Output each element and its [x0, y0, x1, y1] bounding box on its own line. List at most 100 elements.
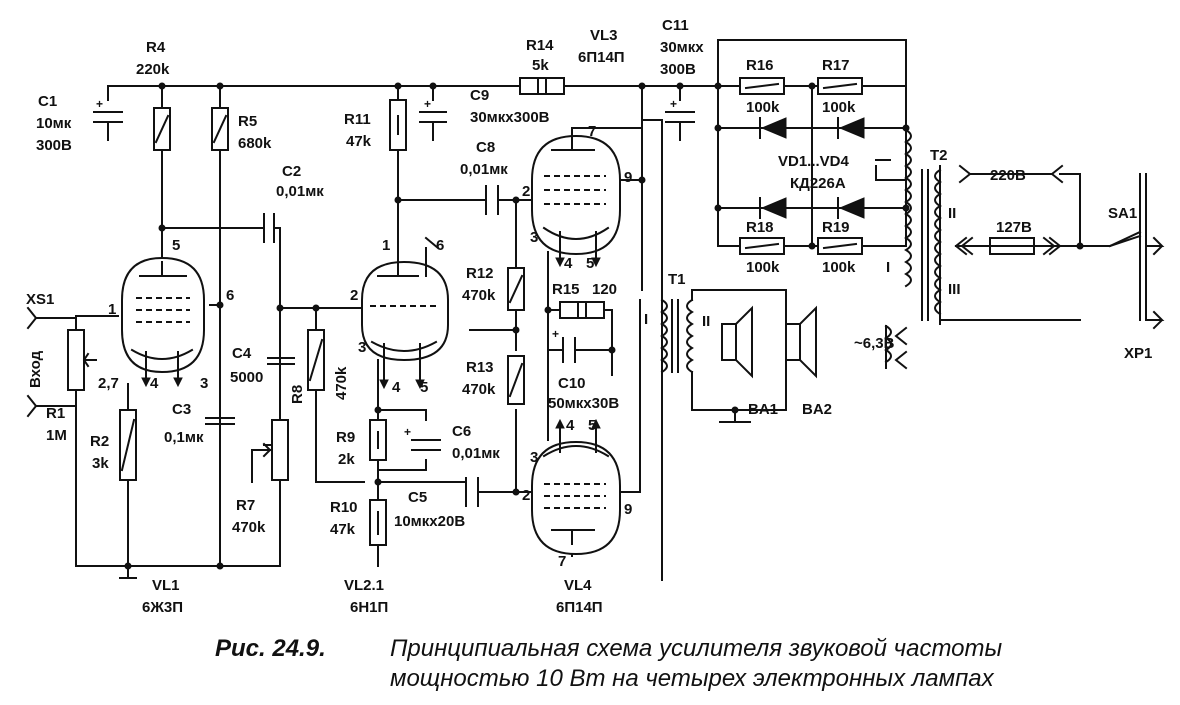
connectors: [26, 164, 1165, 579]
plug-xp1: [1139, 173, 1165, 330]
capacitor-c11: +: [665, 97, 695, 123]
label-xs1: XS1: [26, 291, 54, 308]
capacitor-c10: +: [552, 327, 576, 363]
pin-vl3-5: 5: [586, 255, 594, 272]
pin-vl1-4: 4: [150, 375, 159, 392]
pin-vl3-9: 9: [624, 169, 632, 186]
capacitor-c9: +: [419, 97, 447, 123]
label-ba1: BA1: [748, 401, 778, 418]
pin-vl2-4: 4: [392, 379, 401, 396]
label-vl21: VL2.1: [344, 577, 384, 594]
label-r11: R11: [344, 111, 371, 128]
tube-vl4: [531, 418, 621, 556]
label-xp1: ХР1: [1124, 345, 1152, 362]
label-c11: C11: [662, 17, 689, 34]
pin-vl1-1: 1: [108, 301, 116, 318]
capacitors: + + + + +: [93, 97, 695, 507]
label-c5: C5: [408, 489, 427, 506]
junctions: [124, 82, 1084, 570]
label-t1-winding-i: I: [644, 311, 648, 328]
resistor-r5: [211, 107, 229, 151]
pin-vl3-4: 4: [564, 255, 573, 272]
label-c6-value: 0,01мк: [452, 445, 500, 462]
capacitor-c4: [267, 357, 295, 365]
resistor-r2: [119, 409, 137, 481]
label-vl4: VL4: [564, 577, 592, 594]
label-c3-value: 0,1мк: [164, 429, 204, 446]
label-r10: R10: [330, 499, 358, 516]
resistor-r12: [507, 267, 525, 311]
pin-vl3-2: 2: [522, 183, 530, 200]
svg-text:+: +: [552, 327, 559, 341]
capacitor-c5: +: [404, 425, 441, 451]
pin-vl1-3: 3: [200, 375, 208, 392]
label-r5-value: 680k: [238, 135, 272, 152]
svg-text:+: +: [96, 97, 103, 111]
label-vd: VD1...VD4: [778, 153, 850, 170]
resistor-r10: [369, 499, 387, 546]
label-r14: R14: [526, 37, 554, 54]
svg-text:+: +: [670, 97, 677, 111]
resistor-r15: [559, 301, 605, 319]
label-r1-value: 1M: [46, 427, 67, 444]
label-vl1-type: 6Ж3П: [142, 599, 183, 616]
pin-vl2-3: 3: [358, 339, 366, 356]
tube-vl1: [121, 256, 205, 388]
label-c4: C4: [232, 345, 252, 362]
label-ba2: BA2: [802, 401, 832, 418]
label-r16-value: 100k: [746, 99, 780, 116]
label-t2-winding-i: I: [886, 259, 890, 276]
label-r8: R8: [289, 385, 306, 404]
label-r4: R4: [146, 39, 166, 56]
speaker-ba1: [721, 305, 753, 379]
label-r18: R18: [746, 219, 774, 236]
label-sa1: SA1: [1108, 205, 1137, 222]
resistor-r8: [307, 329, 325, 391]
figure-number: Рис. 24.9.: [215, 635, 326, 662]
label-r12: R12: [466, 265, 494, 282]
svg-text:+: +: [424, 97, 431, 111]
label-r9-value: 2k: [338, 451, 355, 468]
transformer-t1: [660, 289, 694, 411]
resistor-r1: [67, 329, 97, 391]
label-t2: T2: [930, 147, 948, 164]
label-t1: T1: [668, 271, 686, 288]
label-r1: R1: [46, 405, 65, 422]
label-c6: C6: [452, 423, 471, 440]
label-t2-winding-iii: III: [948, 281, 961, 298]
resistor-r4: [153, 107, 171, 151]
pin-vl4-4: 4: [566, 417, 575, 434]
label-r8-value: 470k: [333, 366, 350, 400]
label-c2-value: 0,01мк: [276, 183, 324, 200]
label-r15: R15: [552, 281, 580, 298]
label-c1-value: 10мк: [36, 115, 72, 132]
label-r19: R19: [822, 219, 850, 236]
label-r9: R9: [336, 429, 355, 446]
label-vd-type: КД226А: [790, 175, 846, 192]
capacitor-c2: [263, 213, 275, 243]
tube-vl3: [531, 134, 621, 268]
label-c10-value: 50мкх30В: [548, 395, 619, 412]
diode-vd1: [759, 117, 787, 139]
label-c11-value: 30мкх: [660, 39, 704, 56]
label-c8: C8: [476, 139, 495, 156]
label-c9: C9: [470, 87, 489, 104]
label-r10-value: 47k: [330, 521, 356, 538]
label-vl1: VL1: [152, 577, 180, 594]
resistor-r11: [389, 99, 407, 151]
label-r13: R13: [466, 359, 494, 376]
label-r7: R7: [236, 497, 255, 514]
label-r15-value: 120: [592, 281, 617, 298]
pin-vl1-27: 2,7: [98, 375, 119, 392]
label-r2-value: 3k: [92, 455, 109, 472]
resistor-r13: [507, 355, 525, 405]
label-vl3-type: 6П14П: [578, 49, 625, 66]
pin-vl4-7: 7: [558, 553, 566, 570]
connector-xs1: [26, 306, 38, 418]
label-c5-value: 10мкх20В: [394, 513, 465, 530]
resistor-r17: [817, 77, 863, 95]
label-t2-winding-ii: II: [948, 205, 956, 222]
label-r14-value: 5k: [532, 57, 549, 74]
label-r12-value: 470k: [462, 287, 496, 304]
